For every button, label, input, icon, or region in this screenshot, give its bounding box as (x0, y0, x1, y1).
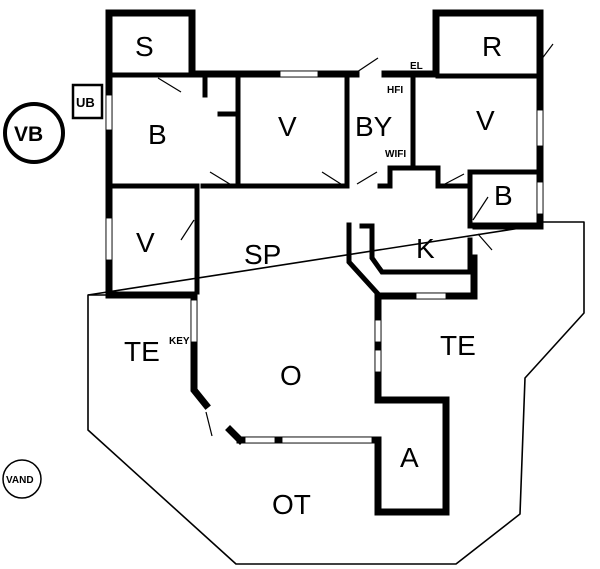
room-label-a: A (400, 442, 419, 473)
marker-wifi: WIFI (385, 149, 406, 160)
windows (105, 70, 544, 444)
marker-ub: UB (76, 95, 95, 110)
room-label-v-right: V (476, 105, 495, 136)
vand-circle (2, 459, 42, 499)
ub-box (71, 83, 104, 120)
room-label-r: R (482, 31, 502, 62)
room-label-sp: SP (244, 239, 281, 270)
marker-vand: VAND (6, 475, 34, 486)
room-label-k: K (416, 233, 435, 264)
room-label-b-right: B (494, 180, 513, 211)
room-label-ot: OT (272, 489, 311, 520)
room-label-te-left: TE (124, 336, 160, 367)
room-label-b-left: B (148, 119, 167, 150)
vb-circle (3, 102, 65, 164)
terrace-outline (87, 221, 585, 565)
room-label-v-top: V (278, 111, 297, 142)
marker-vb: VB (14, 123, 43, 146)
marker-hfi: HFI (387, 85, 403, 96)
doors (157, 43, 554, 437)
room-label-te-right: TE (440, 330, 476, 361)
interior-walls (109, 72, 541, 298)
room-label-by: BY (355, 111, 393, 142)
room-label-o: O (280, 360, 302, 391)
marker-key: KEY (169, 336, 190, 347)
marker-el: EL (410, 61, 423, 72)
room-label-v-left: V (136, 227, 155, 258)
room-label-s: S (135, 31, 154, 62)
